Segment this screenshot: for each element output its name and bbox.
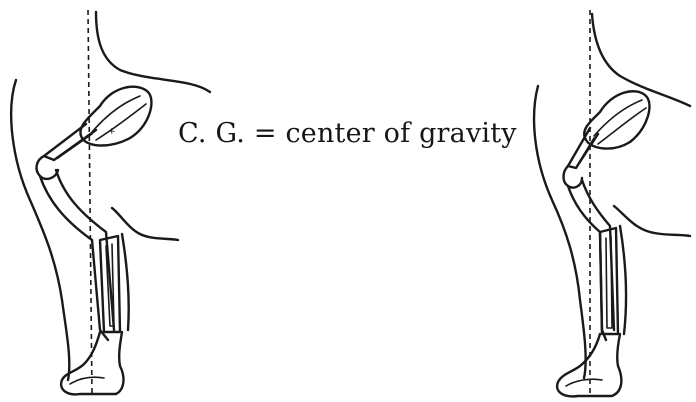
right-forearm-inner (580, 178, 616, 332)
right-humerus-inner (577, 137, 595, 165)
right-cannon-inner (605, 235, 613, 329)
left-cannon-bone (98, 234, 122, 334)
right-scapula-inner (597, 107, 647, 145)
right-torso-outline (532, 84, 587, 380)
right-scapula-spine (593, 99, 643, 137)
left-scapula-inner (95, 103, 147, 141)
right-shoulder-joint (562, 164, 584, 189)
center-of-gravity-caption: C. G. = center of gravity (178, 118, 517, 149)
right-humerus (566, 126, 600, 170)
right-cannon-bone (598, 226, 620, 336)
left-cannon-inner (105, 243, 115, 327)
right-scapula (583, 90, 651, 150)
left-humerus-inner (57, 133, 93, 159)
left-pastern (59, 330, 125, 396)
right-pastern (555, 332, 623, 398)
svg-text:+: + (108, 127, 116, 137)
right-back-tendon (618, 224, 628, 336)
left-back-tendon (120, 232, 130, 332)
left-belly-outline (110, 206, 180, 242)
left-scapula-spine (91, 95, 141, 133)
left-forearm-outer (38, 174, 110, 342)
right-chest-outline (590, 12, 692, 108)
left-plumb-line (87, 9, 93, 396)
left-torso-outline (9, 78, 71, 382)
left-humerus (42, 122, 98, 162)
left-chest-outline (94, 10, 212, 94)
left-hoof-line (69, 376, 105, 385)
right-belly-outline (612, 204, 692, 238)
left-forearm-inner (54, 168, 116, 332)
right-hoof-line (565, 378, 603, 387)
